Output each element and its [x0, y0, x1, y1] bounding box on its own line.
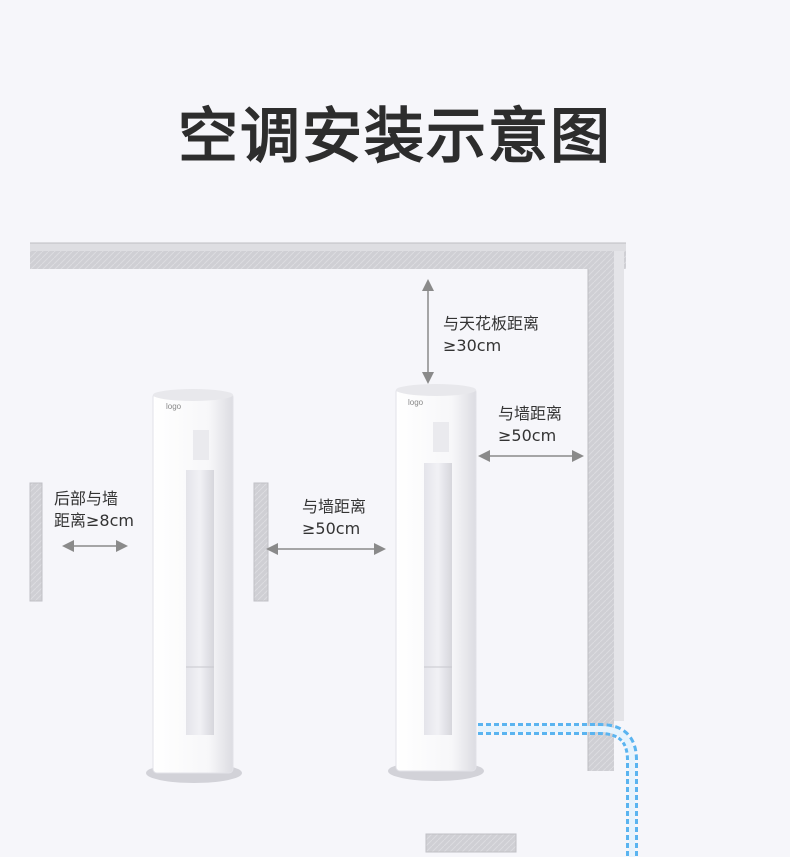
back-wall-distance-line1: 后部与墙	[54, 489, 119, 508]
side-wall-section	[253, 482, 269, 602]
right-wall-distance-label: 与墙距离 ≥50cm	[498, 403, 562, 447]
back-wall-distance-line2: 距离≥8cm	[54, 511, 134, 530]
ceiling-distance-line2: ≥30cm	[443, 336, 502, 355]
ceiling-distance-label: 与天花板距离 ≥30cm	[443, 313, 539, 357]
ceiling	[30, 242, 626, 269]
ac-unit-left: logo	[146, 389, 242, 783]
back-wall-section	[29, 482, 43, 602]
side-wall-distance-line1: 与墙距离	[302, 497, 367, 516]
ac-unit-right: logo	[388, 384, 484, 781]
page-title: 空调安装示意图	[178, 102, 612, 172]
svg-text:logo: logo	[166, 402, 182, 411]
floor-section	[425, 833, 517, 853]
side-wall-distance-line2: ≥50cm	[302, 519, 361, 538]
svg-text:logo: logo	[408, 398, 424, 407]
side-wall-distance-label: 与墙距离 ≥50cm	[302, 496, 366, 540]
right-wall	[587, 251, 624, 771]
back-wall-distance-label: 后部与墙 距离≥8cm	[54, 488, 134, 532]
refrigerant-pipe	[478, 723, 638, 857]
ceiling-distance-line1: 与天花板距离	[443, 314, 540, 333]
right-wall-distance-line2: ≥50cm	[498, 426, 557, 445]
right-wall-distance-line1: 与墙距离	[498, 404, 563, 423]
